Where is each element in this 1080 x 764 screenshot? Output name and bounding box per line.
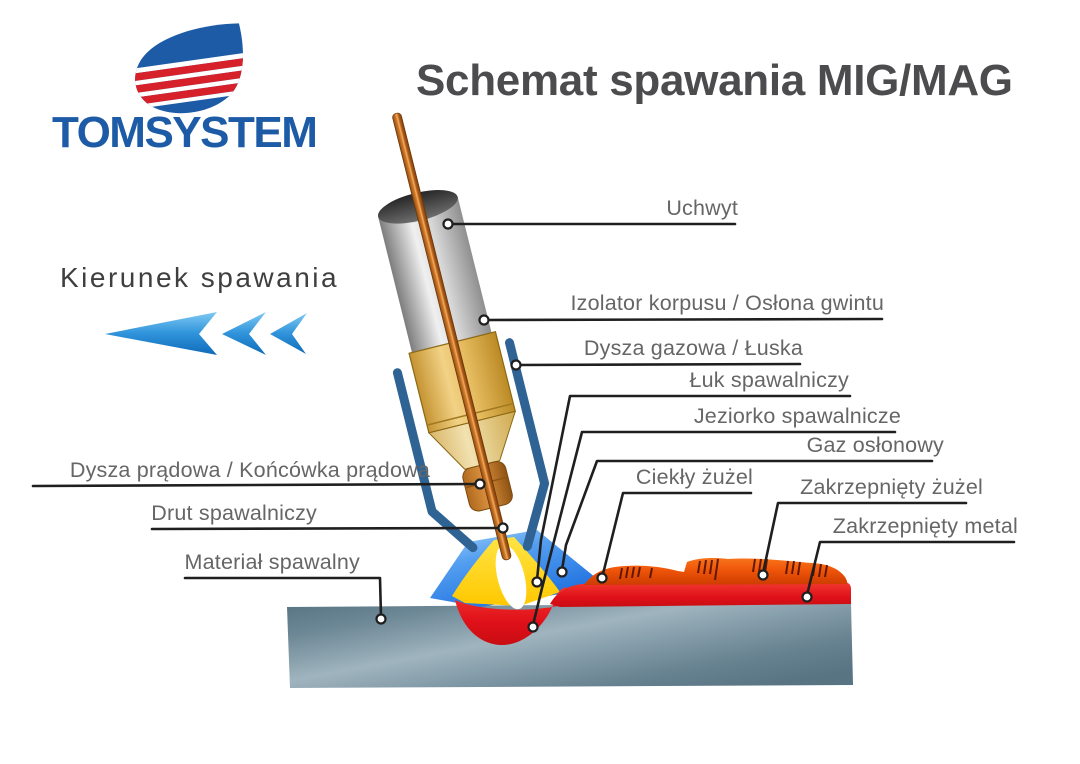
slag-ripple-streaks bbox=[619, 558, 828, 581]
page-title: Schemat spawania MIG/MAG bbox=[416, 56, 1013, 105]
leader-jeziorko bbox=[531, 430, 897, 627]
gas-nozzle-outline bbox=[392, 338, 550, 553]
leader-izolator bbox=[482, 317, 884, 322]
leader-drut bbox=[150, 526, 503, 531]
label-ciekly-zuzel: Ciekły żużel bbox=[635, 465, 753, 489]
label-gaz-oslonowy: Gaz osłonowy bbox=[806, 433, 944, 457]
direction-arrows-icon bbox=[105, 312, 307, 355]
leader-dysza-pradowa bbox=[31, 482, 480, 488]
arc-white-core bbox=[495, 544, 527, 610]
label-jeziorko-spawalnicze: Jeziorko spawalnicze bbox=[693, 404, 901, 428]
label-izolator-korpusu: Izolator korpusu / Osłona gwintu bbox=[570, 291, 884, 315]
solidified-metal-band bbox=[550, 582, 851, 607]
label-dysza-gazowa: Dysza gazowa / Łuska bbox=[583, 336, 803, 360]
leader-gaz bbox=[560, 459, 934, 572]
leader-zakrz-metal bbox=[805, 540, 1016, 597]
label-zakrzepniety-zuzel: Zakrzepnięty żużel bbox=[800, 475, 983, 499]
leader-dysza-gazowa bbox=[514, 362, 802, 367]
label-dysza-pradowa: Dysza prądowa / Końcówka prądowa bbox=[69, 458, 430, 482]
leader-zakrz-zuzel bbox=[761, 501, 968, 575]
leader-material bbox=[183, 576, 383, 619]
label-drut-spawalniczy: Drut spawalniczy bbox=[151, 501, 317, 525]
label-material-spawalny: Materiał spawalny bbox=[184, 550, 360, 574]
leader-luk bbox=[535, 394, 852, 582]
logo-wordmark: TOMSYSTEM bbox=[52, 108, 318, 157]
welding-wire bbox=[392, 112, 512, 561]
label-uchwyt: Uchwyt bbox=[666, 196, 738, 220]
base-material bbox=[287, 603, 853, 688]
leader-endpoints bbox=[375, 218, 813, 633]
label-zakrzepniety-metal: Zakrzepnięty metal bbox=[832, 514, 1018, 538]
torch-taper bbox=[427, 410, 517, 470]
weld-pool bbox=[455, 587, 568, 645]
leader-lines bbox=[31, 222, 1016, 627]
direction-label: Kierunek spawania bbox=[60, 262, 340, 293]
welding-torch bbox=[377, 112, 550, 561]
label-luk-spawalniczy: Łuk spawalniczy bbox=[689, 368, 849, 392]
